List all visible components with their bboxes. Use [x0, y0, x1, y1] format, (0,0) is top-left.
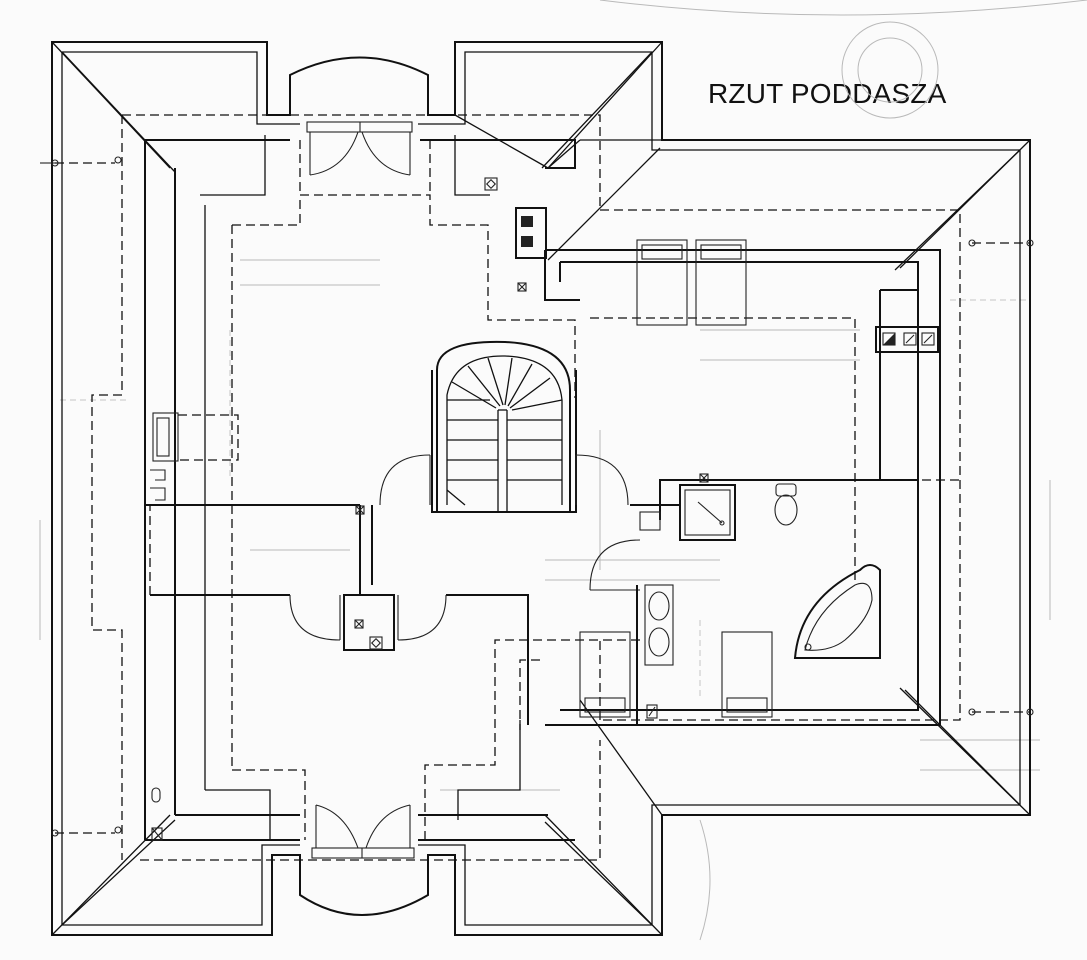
dashed-lines — [55, 114, 1030, 861]
vent-block-right — [875, 326, 939, 353]
left-wall-details — [40, 162, 166, 841]
bottom-dormer-door — [311, 804, 415, 859]
door-swings — [289, 454, 641, 641]
chimney-top — [484, 177, 547, 292]
walls — [144, 135, 941, 841]
chimney-center — [343, 505, 395, 651]
dimension-markers — [51, 156, 1034, 837]
staircase — [431, 340, 577, 513]
roof-windows — [152, 239, 773, 718]
bathroom-fixtures — [636, 473, 881, 725]
background-ghost-lines — [39, 0, 1087, 941]
roof-outline — [51, 41, 1031, 936]
top-dormer-door — [306, 121, 413, 176]
plan-title: RZUT PODDASZA — [708, 78, 947, 109]
